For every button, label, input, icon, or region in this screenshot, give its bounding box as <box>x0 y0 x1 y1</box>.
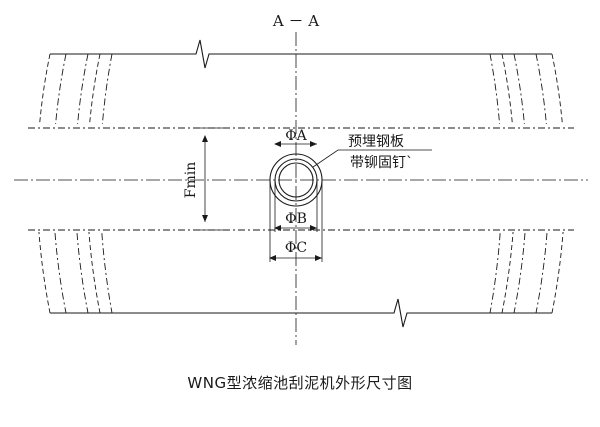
phi-b-label: ΦB <box>285 211 307 227</box>
top-outline <box>50 39 552 69</box>
annotation-line-1: 预埋钢板 <box>348 134 404 150</box>
center-lines <box>14 32 588 345</box>
fmin-dimension <box>196 127 230 231</box>
annotation-leader <box>312 149 432 168</box>
bottom-outline <box>50 298 552 328</box>
phi-c-label: ΦC <box>285 240 307 256</box>
pipe-section <box>269 153 323 262</box>
fmin-label: Fmin <box>183 162 199 198</box>
figure-caption: WNG型浓缩池刮泥机外形尺寸图 <box>187 374 413 392</box>
annotation-line-2: 带铆固钉` <box>350 155 413 171</box>
phi-a-label: ΦA <box>285 128 307 144</box>
section-label: A － A <box>272 12 319 30</box>
